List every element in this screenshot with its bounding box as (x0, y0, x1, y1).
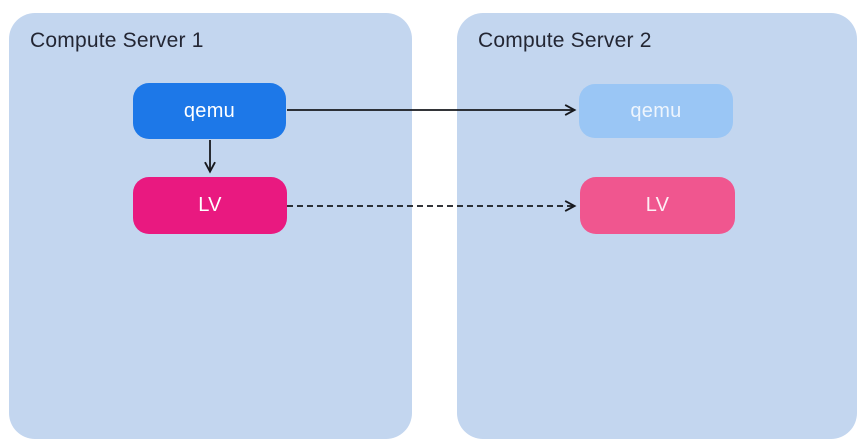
panel-title-compute-server-2: Compute Server 2 (478, 29, 652, 52)
node-lv-server-2: LV (580, 177, 735, 234)
node-qemu-server-2-label: qemu (630, 99, 682, 122)
node-qemu-server-1: qemu (133, 83, 286, 139)
panel-title-compute-server-1: Compute Server 1 (30, 29, 204, 52)
node-lv-server-1: LV (133, 177, 287, 234)
node-lv-server-1-label: LV (198, 194, 222, 216)
node-lv-server-2-label: LV (645, 194, 670, 216)
node-qemu-server-2: qemu (579, 84, 733, 138)
node-qemu-server-1-label: qemu (183, 99, 236, 122)
